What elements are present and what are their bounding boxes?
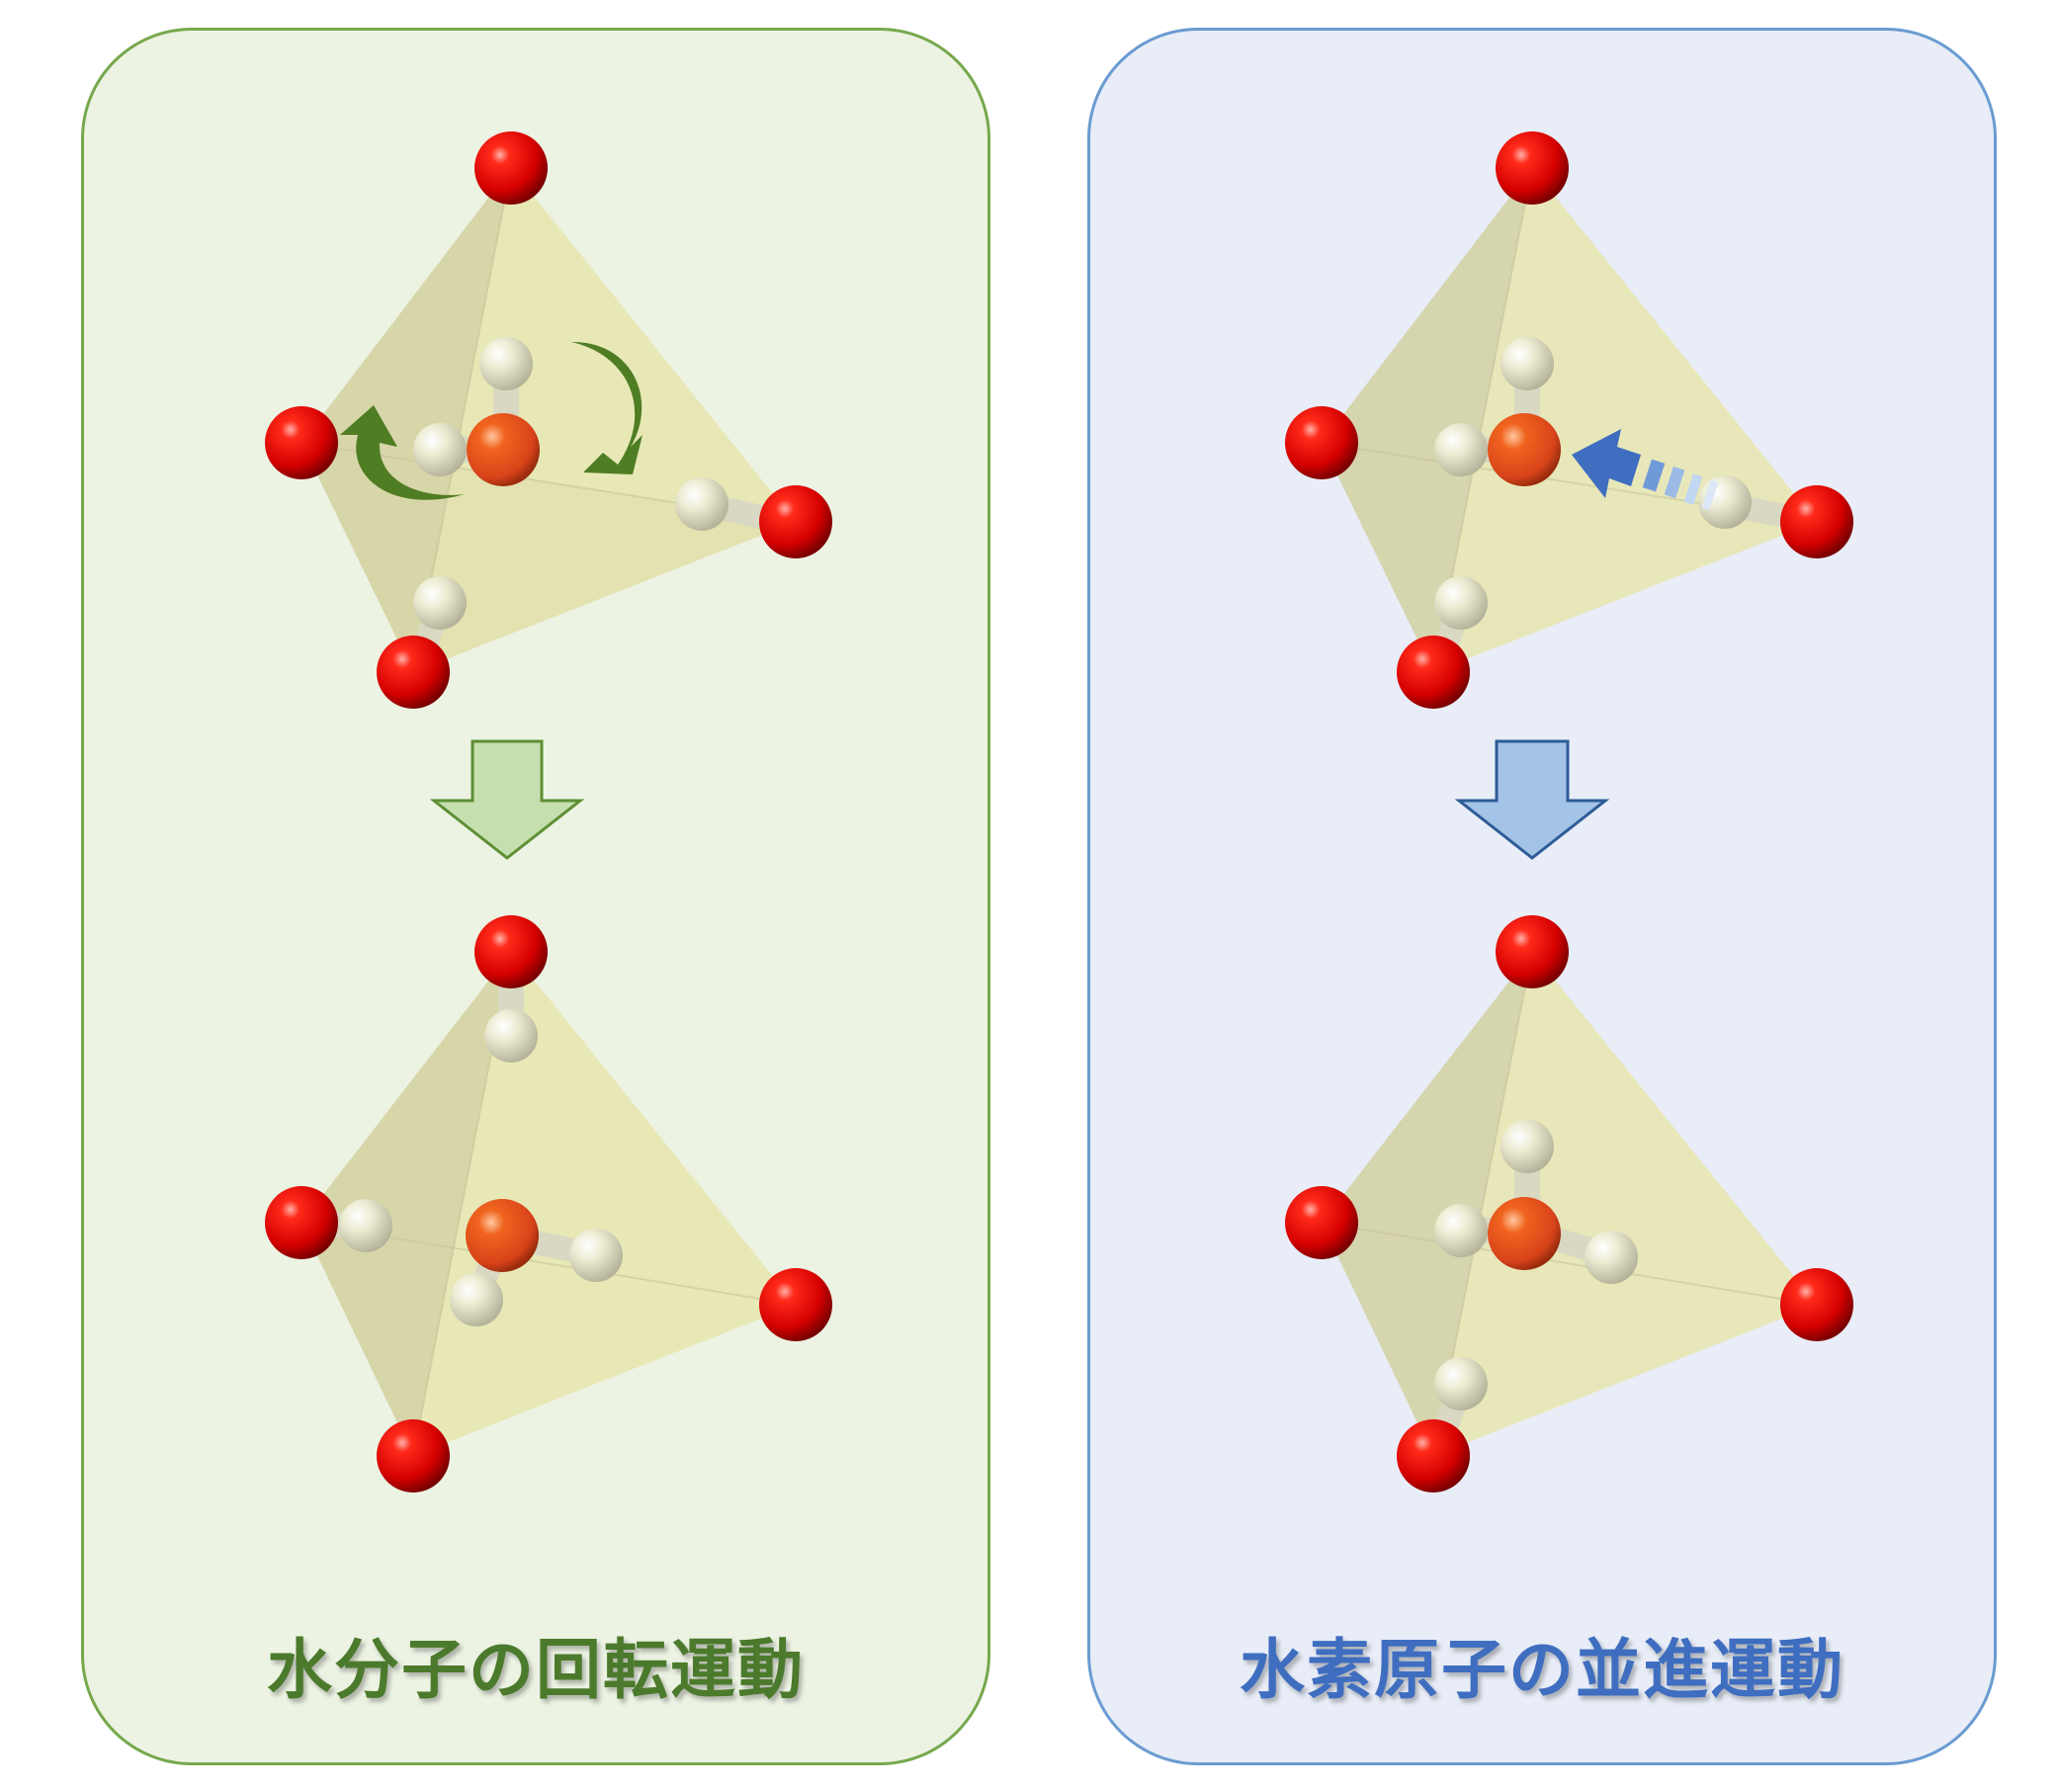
oxygen-atom [1780,1268,1853,1341]
rotation-arrow-icon [340,405,465,500]
oxygen-atom [1397,1419,1470,1493]
hydrogen-atom [1434,1357,1488,1410]
central-oxygen-atom [1488,1197,1561,1270]
oxygen-atom [1285,406,1358,479]
oxygen-atom [265,1186,338,1259]
oxygen-atom [474,915,548,988]
translation-arrow-icon [1572,429,1719,511]
rotation-arrow-icon [571,341,643,474]
oxygen-atom [377,1419,450,1493]
central-oxygen-atom [466,1199,539,1272]
hydrogen-atom [479,337,533,390]
right-down-arrow [1454,739,1610,860]
hydrogen-atom [1434,576,1488,630]
central-oxygen-atom [1488,413,1561,486]
oxygen-atom [759,485,832,558]
central-oxygen-atom [467,413,540,486]
rotation-caption: 水分子の回転運動 [267,1632,805,1708]
right-bottom-tetrahedron [1285,915,1853,1493]
hydrogen-atom [1501,1120,1554,1173]
hydrogen-atom [339,1199,392,1252]
right-top-tetrahedron [1285,131,1853,709]
hydrogen-atom [450,1273,503,1326]
translation-caption: 水素原子の並進運動 [1240,1632,1845,1708]
hydrogen-atom [1585,1231,1638,1284]
oxygen-atom [1285,1186,1358,1259]
hydrogen-atom [1501,337,1554,390]
oxygen-atom [759,1268,832,1341]
hydrogen-atom [413,576,467,630]
oxygen-atom [1496,915,1569,988]
hydrogen-atom [1434,423,1488,476]
left-bottom-tetrahedron [265,915,832,1493]
oxygen-atom [377,636,450,709]
hydrogen-atom [413,423,467,476]
oxygen-atom [1780,485,1853,558]
hydrogen-atom [569,1229,623,1282]
hydrogen-atom [675,477,729,531]
hydrogen-atom [1434,1204,1488,1257]
left-top-tetrahedron [265,131,832,709]
oxygen-atom [1496,131,1569,205]
hydrogen-atom [484,1009,538,1063]
oxygen-atom [474,131,548,205]
oxygen-atom [265,406,338,479]
left-down-arrow [429,739,585,860]
oxygen-atom [1397,636,1470,709]
